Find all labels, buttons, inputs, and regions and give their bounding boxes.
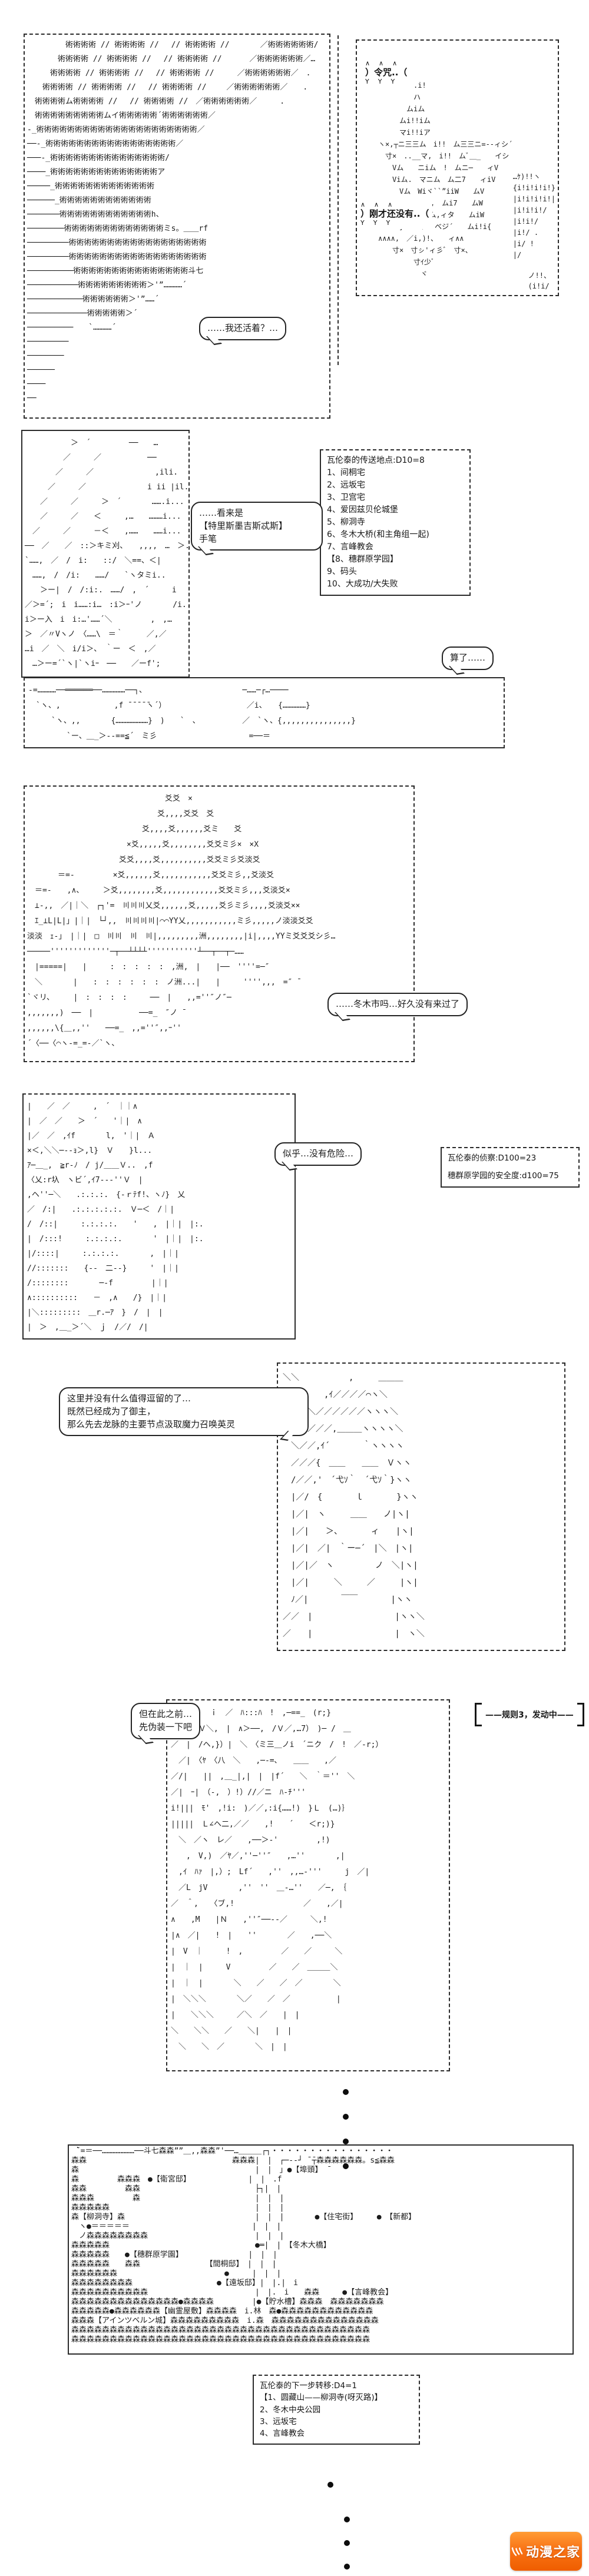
burst-spikes-top: ∧ ∧ ∧	[360, 201, 394, 208]
rule-text: ——规则3，发动中——	[485, 1710, 574, 1720]
burst-spikes-top: ∧ ∧ ∧	[365, 59, 399, 67]
transition-dot	[327, 2482, 333, 2488]
landscape-ascii-art: 爻爻 × 爻,,,,爻爻 爻 爻,,,,爻,,,,,,爻ミ 爻 ×爻,,,,,爻…	[27, 794, 336, 1048]
panel-hand-scene: ＞ ´ ── … ／ ／ ── ／ ／ ,ili. ／ ／ i ii |il..…	[21, 430, 190, 678]
transition-dot	[344, 2564, 350, 2570]
rain-ascii-art: 術術術術 // 術術術術 // // 術術術術 // ／術術術術術術/ 術術術術…	[27, 41, 319, 403]
note-item: 3、卫宫宅	[327, 493, 365, 502]
side-bars-ascii: …ｹ)!!ヽ {i!i!i!i!} |i!i!i!i!| |i!i!i!/ |i…	[512, 173, 555, 259]
note-item: 7、言峰教会	[327, 542, 373, 552]
bubble-line: 那么先去龙脉的主要节点汲取魔力召唤英灵	[67, 1418, 236, 1430]
note-item: 2、冬木中央公园	[260, 2405, 321, 2415]
transition-dot	[343, 2089, 349, 2095]
right-bracket-icon	[577, 1703, 584, 1726]
burst-spikes-bottom: Y Y Y	[365, 78, 396, 86]
panel-road-strip: -=…………──══════──……………──┐、 ─……─┌…──── `ヽ、…	[24, 677, 505, 748]
bubble-line: 既然已经成为了御主，	[67, 1405, 156, 1417]
transition-dot	[343, 2139, 349, 2144]
note-title: 瓦伦泰的下一步转移:D4=1	[260, 2381, 357, 2391]
note-item: 1、间桐宅	[327, 468, 365, 478]
transition-dot	[343, 2163, 349, 2169]
logo-swirl-icon: 彡	[509, 2545, 524, 2557]
note-item: 【8、穗群原学园】	[327, 555, 398, 564]
bubble-line: 但在此之前…	[139, 1709, 193, 1719]
corner-mark-ascii: ノ!!、 (i!i/	[528, 271, 551, 290]
panel-rain-scene: 術術術術 // 術術術術 // // 術術術術 // ／術術術術術術/ 術術術術…	[24, 34, 330, 419]
girl-ascii-art: | ／ ／ , ´ ｜｜∧ | ／ ／ ＞ ´ '｜| ∧ |／ ／ ,ｲf l…	[27, 1102, 204, 1332]
panel-disguised-figure: ,ｲ ｉ ／ ﾊ:::ﾊ ! ,─==_ (r;} ／ | Ｖ＼, | ∧＞──…	[166, 1699, 450, 2071]
burst-bubble-just-now: ∧ ∧ ∧ ）刚才还没有..（ Y Y Y	[357, 198, 433, 230]
note-item: 9、码头	[327, 567, 357, 576]
bubble-text: 算了……	[450, 652, 486, 663]
note-next-move: 瓦伦泰的下一步转移:D4=1 【1、圆藏山——柳洞寺(呀灭路)】 2、冬木中央公…	[253, 2375, 420, 2445]
burst-bubble-command-seal: ∧ ∧ ∧ ）令咒..（ Y Y Y	[362, 57, 411, 88]
burst-spikes-bottom: Y Y Y	[360, 219, 392, 227]
speech-bubble-leave: 这里并没有什么值得逗留的了… 既然已经成为了御主， 那么先去龙脉的主要节点汲取魔…	[59, 1387, 309, 1437]
bubble-line: 先伪装一下吧	[139, 1721, 193, 1732]
note-line: 瓦伦泰的侦察:D100=23	[448, 1153, 537, 1163]
note-scout-roll: 瓦伦泰的侦察:D100=23 穗群原学园的安全度:d100=75	[441, 1147, 580, 1188]
transition-dot	[344, 2517, 350, 2522]
bubble-line: 手笔	[199, 533, 217, 544]
note-item: 6、冬木大桥(和主角组一起)	[327, 530, 429, 539]
speech-bubble-forget-it: 算了……	[442, 647, 494, 670]
note-item: 【1、圆藏山——柳洞寺(呀灭路)】	[260, 2393, 383, 2403]
speech-bubble-no-danger: 似乎…没有危险…	[274, 1142, 362, 1166]
burst-text: ）令咒..（	[365, 67, 408, 78]
bubble-line: 【特里斯墨吉斯忒斯】	[199, 520, 288, 531]
panel-divider-line	[337, 35, 339, 365]
panel-fuyuki-landscape: 爻爻 × 爻,,,,爻爻 爻 爻,,,,爻,,,,,,爻ミ 爻 ×爻,,,,,爻…	[24, 785, 415, 1062]
transition-dot	[343, 2114, 349, 2120]
note-item: 10、大成功/大失败	[327, 579, 398, 589]
speech-bubble-disguise: 但在此之前… 先伪装一下吧	[131, 1703, 201, 1739]
face-ascii-art: ＼＼ , ＿＿＿ ＼＼ ,ｲ／／／／⌒ヽ＼ ＼＼＼／／／／／／ヽヽヽ＼ ＼＼／／…	[283, 1373, 425, 1639]
note-item: 2、远坂宅	[327, 480, 365, 490]
speech-bubble-alive: ……我还活着？…	[199, 317, 287, 340]
note-item: 4、言峰教会	[260, 2429, 305, 2438]
bubble-text: ……我还活着？…	[207, 323, 279, 333]
note-item: 3、远坂宅	[260, 2416, 297, 2426]
note-line: 穗群原学园的安全度:d100=75	[448, 1171, 559, 1181]
figure-ascii-art: ,ｲ ｉ ／ ﾊ:::ﾊ ! ,─==_ (r;} ／ | Ｖ＼, | ∧＞──…	[171, 1709, 383, 2051]
note-spacer	[448, 1164, 573, 1170]
road-ascii-art: -=…………──══════──……………──┐、 ─……─┌…──── `ヽ、…	[28, 686, 356, 741]
burst-text: ）刚才还没有..（	[360, 208, 429, 220]
transition-dot	[344, 2540, 350, 2546]
left-bracket-icon	[475, 1703, 482, 1726]
note-title: 瓦伦泰的传送地点:D10=8	[327, 456, 425, 465]
bubble-line: ……看来是	[199, 508, 244, 518]
bubble-text: 似乎…没有危险…	[283, 1148, 354, 1159]
speech-bubble-trismegistus: ……看来是 【特里斯墨吉斯忒斯】 手笔	[191, 502, 323, 551]
logo-text: 动漫之家	[525, 2545, 580, 2560]
panel-command-seal: ∧ ∧ ∧ ）令咒..（ Y Y Y .i! ハ ムiム ムi!!iム マi!!…	[356, 39, 559, 296]
note-item: 5、柳洞寺	[327, 518, 365, 527]
panel-fuyuki-map: ̄`=＝──…………………──斗七森森””＿,,森森”'──…＿＿＿┌┐・・・・…	[68, 2144, 574, 2355]
note-teleport-locations: 瓦伦泰的传送地点:D10=8 1、间桐宅 2、远坂宅 3、卫宫宅 4、爱因兹贝伦…	[320, 449, 471, 596]
bubble-text: ……冬木市吗…好久没有来过了	[336, 999, 460, 1009]
hand-ascii-art: ＞ ´ ── … ／ ／ ── ／ ／ ,ili. ／ ／ i ii |il..…	[25, 439, 190, 668]
command-seal-ascii-art: .i! ハ ムiム ムi!!iム マi!!iア ヽ×,┬ニ三三ム i!! ム三三…	[378, 81, 513, 278]
map-ascii-art: ̄`=＝──…………………──斗七森森””＿,,森森”'──…＿＿＿┌┐・・・・…	[71, 2147, 416, 2344]
speech-bubble-fuyuki: ……冬木市吗…好久没有来过了	[327, 993, 468, 1016]
panel-face-closeup: ＼＼ , ＿＿＿ ＼＼ ,ｲ／／／／⌒ヽ＼ ＼＼＼／／／／／／ヽヽヽ＼ ＼＼／／…	[277, 1362, 565, 1651]
note-item: 4、爱因兹贝伦城堡	[327, 505, 398, 515]
panel-girl-closeup: | ／ ／ , ´ ｜｜∧ | ／ ／ ＞ ´ '｜| ∧ |／ ／ ,ｲf l…	[22, 1093, 296, 1340]
note-rule-active: ——规则3，发动中——	[475, 1703, 584, 1726]
bubble-line: 这里并没有什么值得逗留的了…	[67, 1393, 191, 1404]
dmzj-watermark-logo: 彡 动漫之家	[509, 2532, 582, 2571]
